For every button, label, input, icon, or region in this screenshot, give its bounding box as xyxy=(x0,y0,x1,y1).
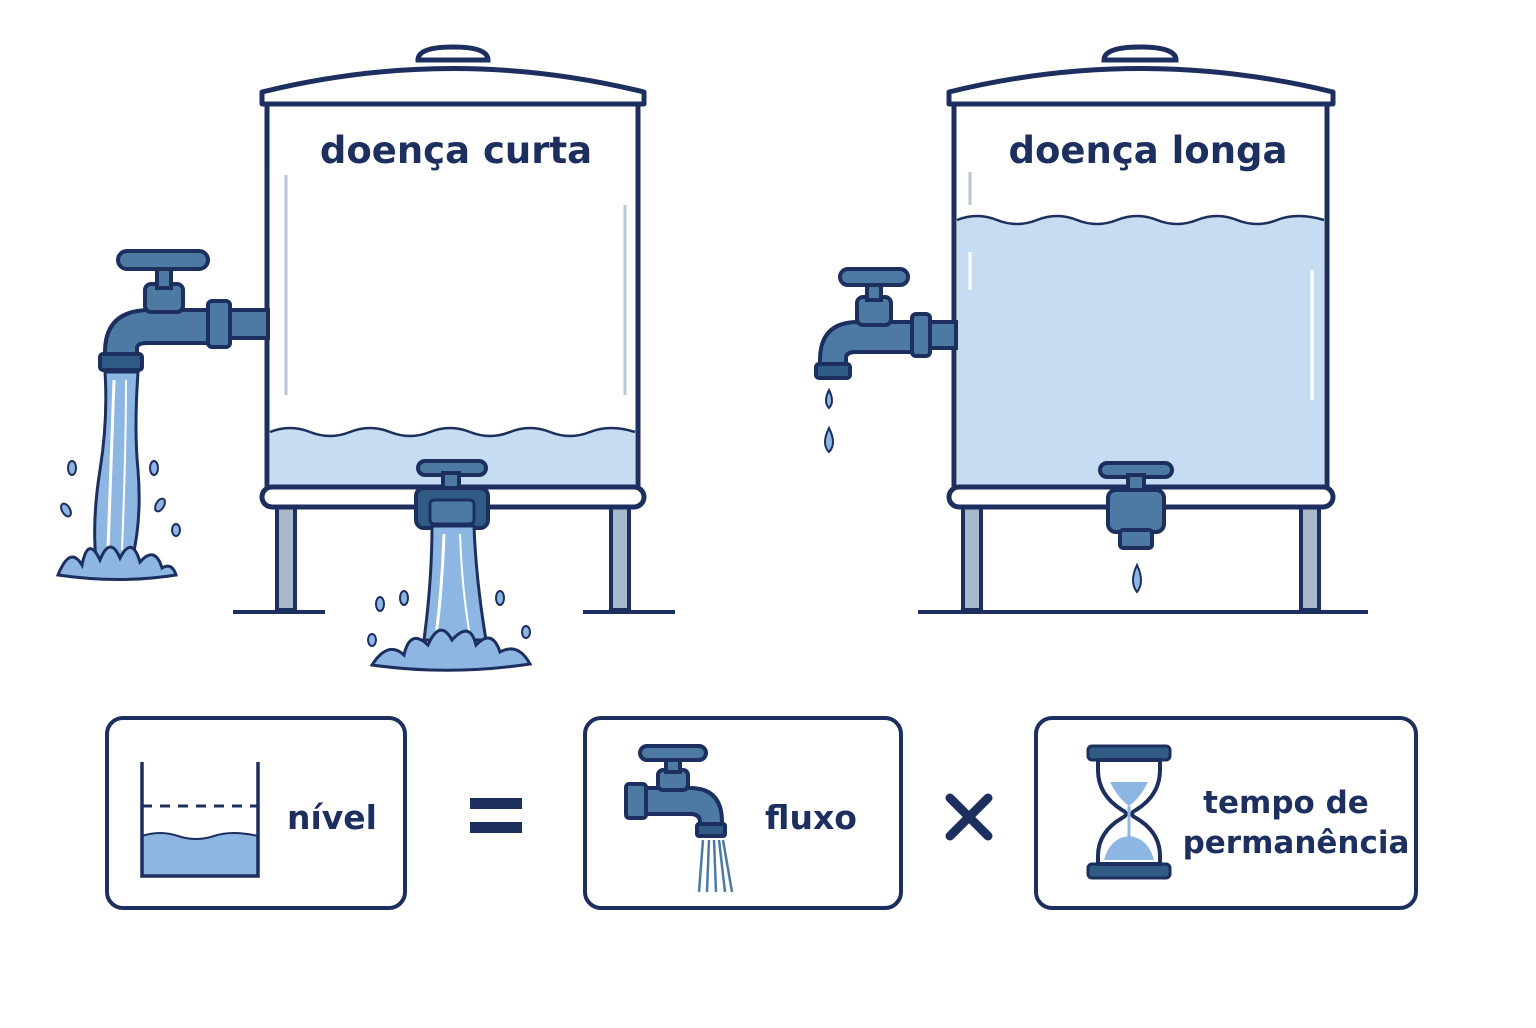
water-splash xyxy=(367,590,533,672)
level-label: nível xyxy=(287,798,377,837)
water-drop xyxy=(824,387,834,454)
residence-time-label-line1: tempo de xyxy=(1203,785,1369,821)
water-surface xyxy=(956,214,1325,226)
water-splash xyxy=(55,460,181,581)
equals-symbol xyxy=(470,798,522,833)
faucet-icon xyxy=(414,459,490,530)
residence-time-label-line2: permanência xyxy=(1183,825,1410,861)
water-surface xyxy=(269,426,636,438)
tank-lid xyxy=(259,66,647,107)
tank-short-label: doença curta xyxy=(320,129,592,172)
times-symbol xyxy=(945,793,993,841)
tank-short: doença curta xyxy=(55,44,675,672)
tank-lid xyxy=(946,66,1336,107)
water-stream xyxy=(422,524,488,642)
faucet-icon xyxy=(1098,461,1174,550)
residence-time-box: tempo de permanência xyxy=(1034,716,1418,910)
water-stream xyxy=(93,370,141,562)
faucet-icon xyxy=(98,249,270,372)
flow-box: fluxo xyxy=(583,716,903,910)
level-box: nível xyxy=(105,716,407,910)
tank-lid-knob xyxy=(1101,44,1179,63)
tank-water xyxy=(957,216,1324,500)
tank-long-label: doença longa xyxy=(1008,129,1287,172)
faucet-icon xyxy=(624,744,734,893)
tank-leg xyxy=(1299,503,1321,612)
tank-lid-knob xyxy=(415,44,491,63)
hourglass-icon xyxy=(1086,744,1172,880)
flow-label: fluxo xyxy=(765,798,857,837)
water-drop xyxy=(1132,562,1142,594)
faucet-icon xyxy=(814,267,958,380)
tank-leg xyxy=(961,503,983,612)
water-level-icon xyxy=(140,762,260,878)
tank-leg xyxy=(275,503,297,612)
tank-leg xyxy=(609,503,631,612)
tank-long: doença longa xyxy=(814,44,1368,614)
